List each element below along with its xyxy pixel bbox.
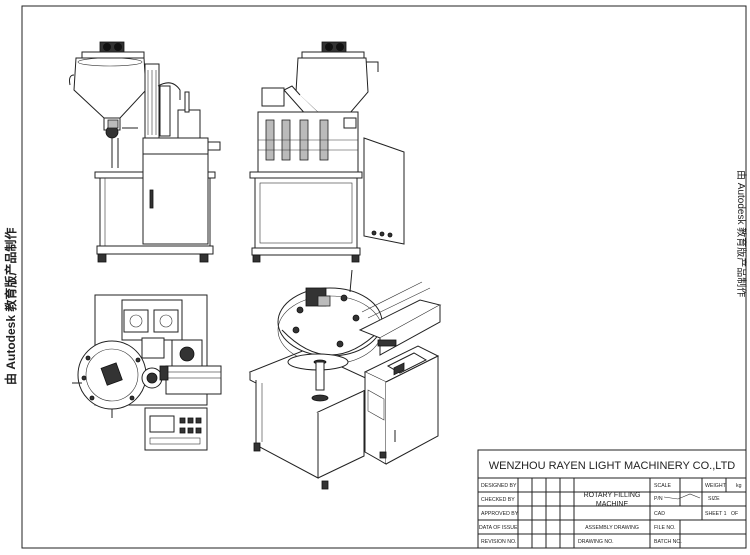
label-weight: WEIGHT xyxy=(705,483,727,489)
top-view xyxy=(72,294,222,451)
pn-signature xyxy=(663,493,701,500)
hopper xyxy=(73,57,147,119)
label-drawing-no: DRAWING NO. xyxy=(578,539,614,545)
side-view xyxy=(249,41,405,263)
label-pn: P/N xyxy=(654,496,663,502)
tabletop-side xyxy=(249,171,363,179)
label-checked-by: CHECKED BY xyxy=(481,497,515,503)
product-name-line1: ROTARY FILLING xyxy=(584,492,641,499)
electric-cabinet-side xyxy=(363,137,405,245)
front-view xyxy=(69,41,221,263)
isometric-view xyxy=(248,269,442,490)
label-designed-by: DESIGNED BY xyxy=(481,483,517,489)
label-revision-no: REVISION NO. xyxy=(481,539,516,545)
label-sheet: SHEET 1 xyxy=(705,511,727,517)
control-box-front xyxy=(142,137,209,155)
label-approved-by: APPROVED BY xyxy=(481,511,519,517)
label-of: OF xyxy=(731,511,738,517)
label-cad: CAD xyxy=(654,511,665,517)
company-name: WENZHOU RAYEN LIGHT MACHINERY CO.,LTD xyxy=(489,460,736,472)
label-assembly-drawing: ASSEMBLY DRAWING xyxy=(585,525,639,531)
label-size: SIZE xyxy=(708,496,720,502)
label-scale: SCALE xyxy=(654,483,672,489)
label-date-of-issue: DATA OF ISSUE xyxy=(479,525,518,531)
title-block: WENZHOU RAYEN LIGHT MACHINERY CO.,LTD DE… xyxy=(477,449,747,549)
label-weight-unit: kg xyxy=(736,483,742,489)
label-batch-no: BATCH NO. xyxy=(654,539,682,545)
watermark-right: 由 Autodesk 教育版产品制作 xyxy=(735,170,748,297)
watermark-left: 由 Autodesk 教育版产品制作 xyxy=(3,228,18,385)
sheet-border xyxy=(21,5,747,549)
label-file-no: FILE NO. xyxy=(654,525,676,531)
product-name-line2: MACHINE xyxy=(596,501,629,508)
cabinet-side xyxy=(254,177,358,249)
